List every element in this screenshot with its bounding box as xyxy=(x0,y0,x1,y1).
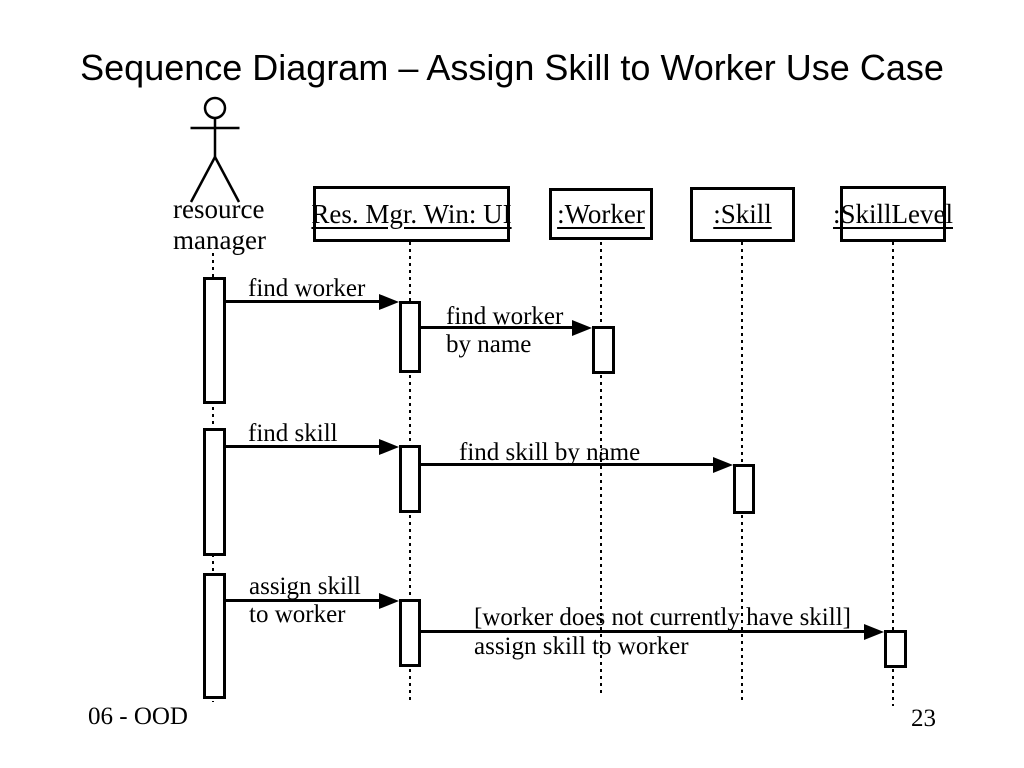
activation-bar-actor-2 xyxy=(203,428,226,556)
message-text: by name xyxy=(446,331,532,358)
message-arrow-find-worker-by-name xyxy=(421,326,574,329)
activation-bar-actor-1 xyxy=(203,277,226,404)
message-arrow-find-worker xyxy=(226,300,381,303)
lifeline-box-res-mgr-win-ui: Res. Mgr. Win: UI xyxy=(311,186,512,242)
activation-bar-skill xyxy=(733,464,755,514)
arrowhead-icon xyxy=(379,439,399,455)
arrowhead-icon xyxy=(379,294,399,310)
lifeline-box-label: :Skill xyxy=(713,199,772,229)
lifeline-box-label: Res. Mgr. Win: UI xyxy=(311,198,512,229)
slide-title: Sequence Diagram – Assign Skill to Worke… xyxy=(80,47,944,88)
actor-name-line2: manager xyxy=(173,225,266,255)
actor-label: resource manager xyxy=(173,194,266,256)
message-arrow-find-skill-by-name xyxy=(421,463,715,466)
message-text: find skill xyxy=(248,420,338,447)
lifeline-box-worker: :Worker xyxy=(549,188,653,240)
message-label-find-skill-by-name: find skill by name xyxy=(459,439,640,467)
activation-bar-skill-level xyxy=(884,630,907,668)
lifeline-box-skill: :Skill xyxy=(690,187,795,242)
lifeline-worker xyxy=(600,242,602,697)
actor-name-line1: resource xyxy=(173,194,265,224)
message-text: find skill by name xyxy=(459,439,641,466)
lifeline-box-label: :SkillLevel xyxy=(833,198,953,229)
message-label-find-skill: find skill xyxy=(248,420,338,448)
message-label-assign-skill: assign skill to worker xyxy=(249,573,361,629)
arrowhead-icon xyxy=(379,593,399,609)
page-number: 23 xyxy=(911,705,936,732)
message-text: find worker xyxy=(446,303,564,330)
lifeline-box-label: :Worker xyxy=(557,198,645,229)
lifeline-skill-level xyxy=(892,242,894,706)
activation-bar-worker xyxy=(592,326,615,374)
stick-figure-icon xyxy=(189,96,241,203)
message-text: to worker xyxy=(249,601,346,628)
arrowhead-icon xyxy=(864,624,884,640)
message-text: assign skill xyxy=(249,573,361,600)
arrowhead-icon xyxy=(713,457,733,473)
activation-bar-ui-2 xyxy=(399,445,421,513)
message-text: find worker xyxy=(248,275,366,302)
message-arrow-assign-skill xyxy=(226,599,381,602)
footer-course-label: 06 - OOD xyxy=(88,703,188,730)
message-arrow-assign-skill-guard xyxy=(421,630,866,633)
lifeline-box-skill-level: :SkillLevel xyxy=(833,186,953,242)
activation-bar-ui-3 xyxy=(399,599,421,667)
message-text: [worker does not currently have skill] xyxy=(474,604,851,631)
message-text: assign skill to worker xyxy=(474,633,689,660)
activation-bar-actor-3 xyxy=(203,573,226,699)
message-label-find-worker: find worker xyxy=(248,275,365,303)
arrowhead-icon xyxy=(572,320,592,336)
activation-bar-ui-1 xyxy=(399,301,421,373)
message-arrow-find-skill xyxy=(226,445,381,448)
message-label-assign-skill-guard: [worker does not currently have skill] a… xyxy=(474,603,851,661)
message-label-find-worker-by-name: find worker by name xyxy=(446,303,563,359)
